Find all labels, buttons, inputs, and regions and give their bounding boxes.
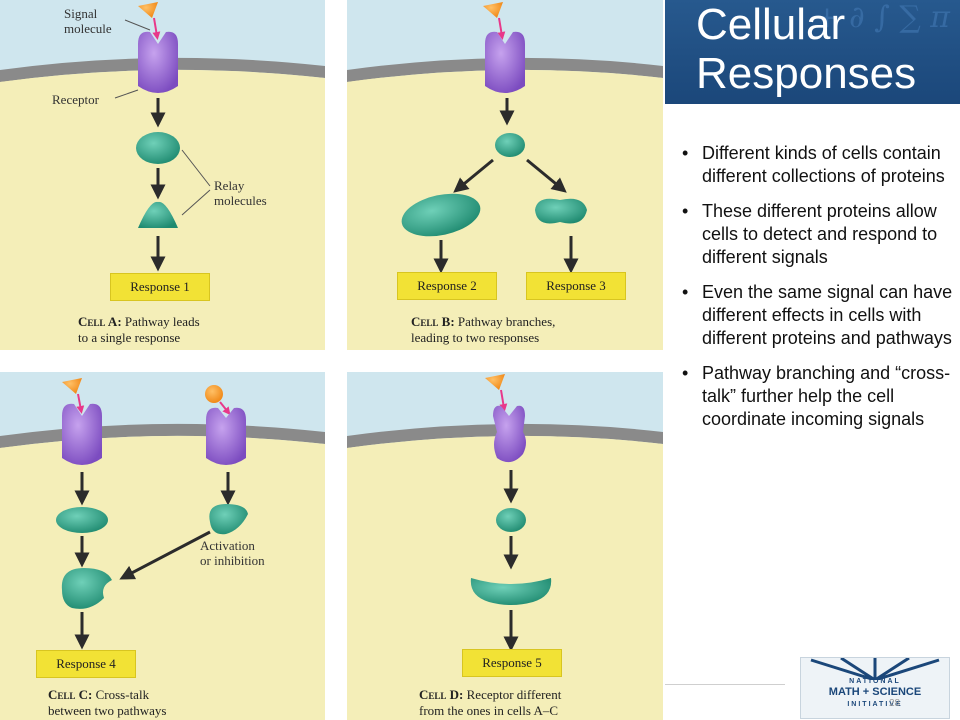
signal-molecule-label: Signal molecule (64, 6, 112, 36)
cell-d-caption: Cell D: Receptor different from the ones… (419, 687, 562, 718)
relay-molecule (136, 132, 180, 164)
cell-a-caption: Cell A: Pathway leads to a single respon… (78, 314, 200, 345)
cell-d-diagram (347, 372, 663, 720)
response-5: Response 5 (462, 649, 562, 677)
relay-molecule (138, 201, 178, 228)
logo-rays-icon (810, 658, 940, 680)
receptor (138, 31, 178, 93)
title-banner: + ∂ ∫ ∑ π (665, 0, 960, 104)
slide-title: Cellular Responses (696, 0, 917, 98)
bullet-item: Even the same signal can have different … (676, 281, 956, 350)
math-watermark-icon: + ∂ ∫ ∑ π (814, 0, 950, 35)
cell-a-diagram (0, 0, 325, 350)
relay-molecules-label: Relay molecules (214, 178, 267, 208)
response-1: Response 1 (110, 273, 210, 301)
cell-a-panel: Signal molecule Receptor Relay molecules… (0, 0, 325, 350)
cell-b-panel: Response 2 Response 3 Cell B: Pathway br… (347, 0, 663, 350)
signal-molecule (138, 2, 158, 18)
nmsi-logo: NATIONAL MATH + SCIENCE INITIATIVE (800, 657, 950, 719)
cell-c-caption: Cell C: Cross-talk between two pathways (48, 687, 167, 718)
logo-line-2: MATH + SCIENCE (828, 686, 922, 698)
bullet-list: Different kinds of cells contain differe… (676, 142, 956, 443)
response-2: Response 2 (397, 272, 497, 300)
page-number: 28 (889, 698, 901, 709)
response-3: Response 3 (526, 272, 626, 300)
bullet-item: Different kinds of cells contain differe… (676, 142, 956, 188)
logo-line-1: NATIONAL (849, 678, 901, 685)
response-4: Response 4 (36, 650, 136, 678)
cell-c-panel: Activation or inhibition Response 4 Cell… (0, 372, 325, 720)
cell-d-panel: Response 5 Cell D: Receptor different fr… (347, 372, 663, 720)
cell-b-caption: Cell B: Pathway branches, leading to two… (411, 314, 556, 345)
logo-line-3: INITIATIVE (847, 701, 903, 708)
activation-label: Activation or inhibition (200, 538, 265, 568)
bullet-item: Pathway branching and “cross-talk” furth… (676, 362, 956, 431)
bullet-item: These different proteins allow cells to … (676, 200, 956, 269)
cell-c-diagram (0, 372, 325, 720)
footer-divider (665, 684, 785, 685)
receptor-label: Receptor (52, 92, 99, 107)
